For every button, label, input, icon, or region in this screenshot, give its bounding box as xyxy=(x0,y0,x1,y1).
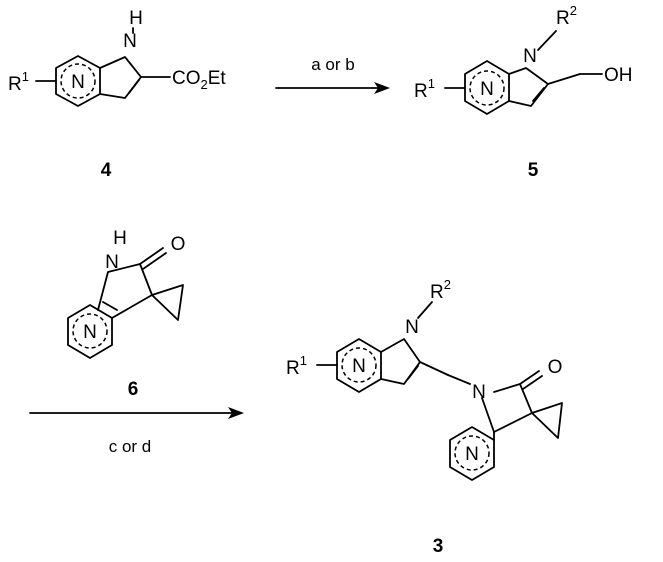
pyrrole-n-label: N xyxy=(123,31,137,52)
pyrrole-n-label: N xyxy=(523,46,537,67)
compound-number-4: 4 xyxy=(101,160,112,181)
ester-group-label: CO2Et xyxy=(172,68,226,92)
compound-number-3: 3 xyxy=(433,536,444,557)
compound-4: N H N R1 CO2Et 4 xyxy=(8,8,226,181)
ring-n-label: N xyxy=(71,72,85,93)
compound-3: N N N R2 R1 N O 3 xyxy=(286,277,563,557)
reaction-conditions-2: c or d xyxy=(109,437,152,456)
r2-substituent-label: R2 xyxy=(430,277,451,303)
lactam-n-label: N xyxy=(472,382,486,403)
reaction-conditions-1: a or b xyxy=(311,55,354,74)
ring2-n-label: N xyxy=(465,444,479,465)
r1-substituent-label: R1 xyxy=(286,353,307,379)
ring-n-label: N xyxy=(83,322,97,343)
carbonyl-o-label: O xyxy=(548,357,563,378)
hydroxyl-label: OH xyxy=(604,65,633,86)
reaction-arrow-1: a or b xyxy=(275,55,390,94)
ring-n-label: N xyxy=(352,356,366,377)
lactam-n-label: N xyxy=(105,252,119,273)
pyrrole-n-label: N xyxy=(405,317,419,338)
compound-number-5: 5 xyxy=(528,160,539,181)
carbonyl-o-label: O xyxy=(171,234,186,255)
compound-5: N N R2 R1 OH 5 xyxy=(414,3,633,181)
compound-number-6: 6 xyxy=(128,379,139,400)
r1-substituent-label: R1 xyxy=(414,76,435,102)
compound-6: N H N O 6 xyxy=(67,228,186,400)
nh-hydrogen-label: H xyxy=(113,228,127,249)
ring-n-label: N xyxy=(480,79,494,100)
nh-hydrogen-label: H xyxy=(129,8,143,29)
r1-substituent-label: R1 xyxy=(8,69,29,95)
reaction-arrow-2: c or d xyxy=(29,407,244,456)
r2-substituent-label: R2 xyxy=(556,3,577,29)
